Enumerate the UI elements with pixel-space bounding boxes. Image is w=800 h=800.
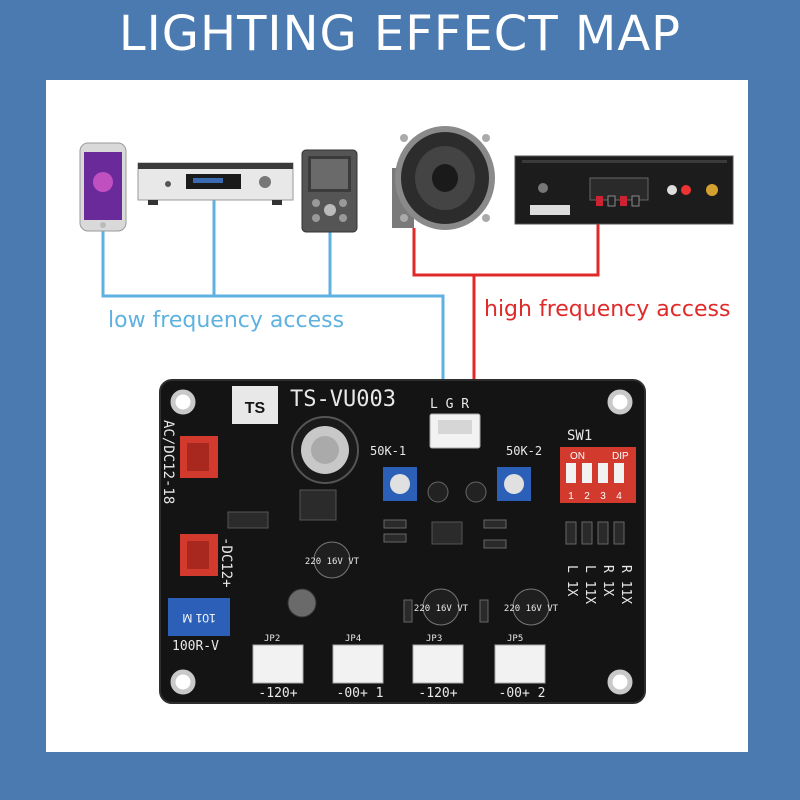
multiplier-r11x: R 11X	[618, 565, 633, 604]
multiplier-l11x: L 11X	[582, 565, 597, 604]
board-model: TS-VU003	[290, 387, 396, 412]
cd-player-icon	[137, 162, 294, 205]
jumper-label-4: JP5	[507, 634, 523, 644]
pot2-label: 50K-2	[506, 444, 542, 458]
frame-right	[748, 0, 800, 800]
bridge-rectifier	[227, 511, 269, 529]
dip-on-label: ON	[570, 451, 585, 462]
high-frequency-lines	[412, 215, 600, 382]
smartphone-icon	[79, 142, 127, 232]
multiplier-r1x: R 1X	[600, 565, 615, 596]
capacitor-220-b	[422, 588, 460, 626]
high-line-main	[412, 215, 600, 277]
inductor-l1	[287, 588, 317, 618]
pcb-board: TS TS-VU003 L G R AC/DC12-18 -DC12+ 50K-	[159, 379, 646, 704]
jumper-label-1: JP2	[264, 634, 280, 644]
high-frequency-label: high frequency access	[484, 297, 731, 322]
power-label-left: AC/DC12-18	[160, 420, 176, 504]
input-lgr-label: L G R	[430, 397, 469, 412]
low-frequency-lines	[101, 200, 445, 382]
frame-bottom	[0, 752, 800, 800]
resistor-array	[383, 519, 625, 623]
power-label-right: -DC12+	[218, 537, 234, 588]
dip-dip-label: DIP	[612, 451, 629, 462]
dip-num-1: 1	[568, 491, 574, 502]
cap-label-b: 220 16V VT	[414, 604, 469, 614]
multiplier-l1x: L 1X	[564, 565, 579, 596]
amplifier-icon	[514, 155, 734, 225]
cap-label-c: 220 16V VT	[504, 604, 559, 614]
capacitor-220-c	[512, 588, 550, 626]
dip-num-3: 3	[600, 491, 606, 502]
output-label-1: -120+	[258, 686, 297, 701]
mp3-player-icon	[301, 149, 358, 233]
capacitor-c4	[465, 481, 487, 503]
ic-u3	[431, 521, 463, 545]
jumper-label-3: JP3	[426, 634, 442, 644]
jumper-label-2: JP4	[345, 634, 361, 644]
page-title: LIGHTING EFFECT MAP	[118, 6, 682, 62]
output-connectors	[252, 644, 546, 684]
capacitor-c3	[291, 416, 359, 484]
output-label-3: -120+	[418, 686, 457, 701]
trim-code: 101 M	[182, 611, 215, 625]
mounting-holes	[170, 389, 633, 695]
low-line-main	[101, 228, 445, 382]
dip-toggles	[566, 463, 624, 483]
cap-label-a: 220 16V VT	[305, 557, 360, 567]
capacitor-c6	[427, 481, 449, 503]
title-banner	[0, 0, 800, 80]
pot1-label: 50K-1	[370, 444, 406, 458]
ts-logo: TS	[232, 386, 278, 424]
sw-label: SW1	[567, 428, 592, 444]
output-label-4: -00+ 2	[499, 686, 546, 701]
trim-label: 100R-V	[172, 639, 219, 654]
trimmer	[168, 598, 230, 636]
logo-text: TS	[245, 400, 266, 417]
dip-num-2: 2	[584, 491, 590, 502]
regulator	[299, 489, 337, 521]
low-frequency-label: low frequency access	[108, 308, 345, 333]
speaker-icon	[392, 126, 495, 230]
dip-num-4: 4	[616, 491, 622, 502]
output-label-2: -00+ 1	[337, 686, 384, 701]
capacitor-220-a	[313, 541, 351, 579]
frame-left	[0, 0, 46, 800]
